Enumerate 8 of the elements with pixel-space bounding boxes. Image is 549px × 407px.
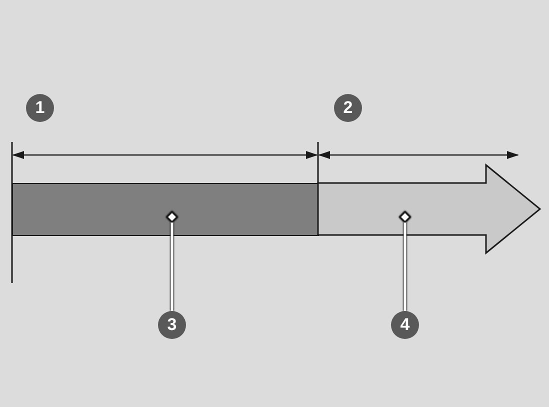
callout-number: 2	[334, 94, 362, 122]
leader-line	[166, 211, 178, 311]
arrow-shape	[317, 163, 542, 255]
dark-bar	[12, 183, 319, 236]
callout-number: 4	[391, 311, 419, 339]
callout-number: 3	[158, 311, 186, 339]
callout-number: 1	[26, 94, 54, 122]
leader-line	[399, 211, 411, 311]
